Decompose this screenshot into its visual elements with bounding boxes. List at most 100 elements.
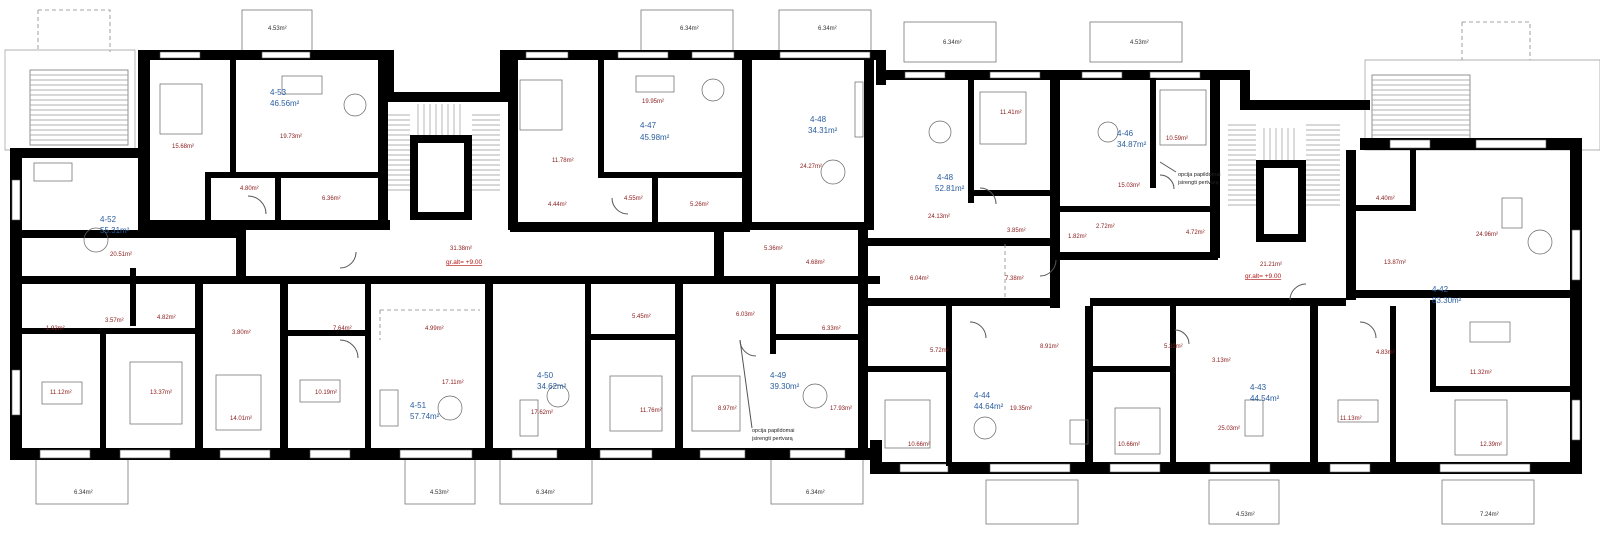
apt-area: 45.98m² bbox=[640, 133, 670, 142]
room-area: 11.41m² bbox=[1000, 110, 1022, 116]
windows bbox=[11, 51, 1581, 473]
apt-area: 44.64m² bbox=[974, 402, 1004, 411]
apt-id: 4-53 bbox=[270, 88, 287, 97]
room-area: 8.91m² bbox=[1040, 344, 1059, 350]
room-area: 24.96m² bbox=[1476, 232, 1498, 238]
apt-area: 55.31m² bbox=[100, 226, 130, 235]
room-area: 11.32m² bbox=[1470, 370, 1492, 376]
room-area: 5.32m² bbox=[1164, 344, 1183, 350]
apt-area: 39.30m² bbox=[770, 382, 800, 391]
room-area: 2.72m² bbox=[1096, 224, 1115, 230]
apt-area: 44.54m² bbox=[1250, 394, 1280, 403]
room-area: 11.12m² bbox=[50, 390, 72, 396]
room-area: 21.21m² bbox=[1260, 262, 1282, 268]
room-area: 6.03m² bbox=[736, 312, 755, 318]
room-area: 19.73m² bbox=[280, 134, 302, 140]
balcony-area: 6.34m² bbox=[680, 26, 699, 32]
room-area: 11.78m² bbox=[552, 158, 574, 164]
furniture bbox=[33, 75, 1553, 456]
balcony-area: 4.53m² bbox=[268, 26, 287, 32]
apt-area: 57.74m² bbox=[410, 412, 440, 421]
room-area: 6.36m² bbox=[322, 196, 341, 202]
room-area: 4.68m² bbox=[806, 260, 825, 266]
room-area: 1.82m² bbox=[1068, 234, 1087, 240]
room-area: 24.13m² bbox=[928, 214, 950, 220]
apt-id: 4-42 bbox=[1432, 285, 1449, 294]
balconies-bottom bbox=[35, 457, 1535, 525]
room-area: 11.13m² bbox=[1340, 416, 1362, 422]
room-area: 4.80m² bbox=[240, 186, 259, 192]
apt-id: 4-43 bbox=[1250, 383, 1267, 392]
apt-id: 4-51 bbox=[410, 401, 427, 410]
room-area: 4.55m² bbox=[624, 196, 643, 202]
apt-area: 46.56m² bbox=[270, 99, 300, 108]
room-area: 17.62m² bbox=[531, 410, 553, 416]
balconies-top bbox=[37, 9, 1531, 63]
level-mark: gr.alt= +9.00 bbox=[1245, 273, 1282, 280]
loggia-left bbox=[4, 49, 136, 151]
room-area: 3.85m² bbox=[1007, 228, 1026, 234]
room-area: 3.57m² bbox=[105, 318, 124, 324]
room-area: 4.44m² bbox=[548, 202, 567, 208]
room-area: 4.99m² bbox=[425, 326, 444, 332]
room-area: 5.72m² bbox=[930, 348, 949, 354]
room-area: 19.35m² bbox=[1010, 406, 1032, 412]
level-marks: gr.alt= +9.00 gr.alt= +9.00 bbox=[446, 259, 1282, 280]
room-area: 31.38m² bbox=[450, 246, 472, 252]
room-area: 8.97m² bbox=[718, 406, 737, 412]
room-labels: 15.68m² 19.73m² 4.80m² 6.36m² 11.78m² 19… bbox=[46, 99, 1502, 448]
room-area: 10.19m² bbox=[315, 390, 337, 396]
apt-area: 34.31m² bbox=[808, 126, 838, 135]
balcony-area: 4.53m² bbox=[1236, 512, 1255, 518]
apt-id: 4-46 bbox=[1117, 129, 1134, 138]
room-area: 1.92m² bbox=[46, 326, 65, 332]
room-area: 10.66m² bbox=[908, 442, 930, 448]
room-area: 10.66m² bbox=[1118, 442, 1140, 448]
balcony-area: 6.34m² bbox=[943, 40, 962, 46]
room-area: 5.36m² bbox=[764, 246, 783, 252]
room-area: 6.04m² bbox=[910, 276, 929, 282]
stairs bbox=[388, 104, 1340, 206]
balcony-area: 6.34m² bbox=[74, 490, 93, 496]
room-area: 4.82m² bbox=[157, 315, 176, 321]
balcony-area: 6.34m² bbox=[818, 26, 837, 32]
balcony-area: 7.24m² bbox=[1480, 512, 1499, 518]
room-area: 15.68m² bbox=[172, 144, 194, 150]
loggia-right bbox=[1364, 59, 1600, 151]
room-area: 15.03m² bbox=[1118, 183, 1140, 189]
room-area: 24.27m² bbox=[800, 164, 822, 170]
apt-id: 4-48 bbox=[937, 173, 954, 182]
balcony-area: 4.53m² bbox=[430, 490, 449, 496]
room-area: 3.13m² bbox=[1212, 358, 1231, 364]
room-area: 6.33m² bbox=[822, 326, 841, 332]
apt-area: 83.30m² bbox=[1432, 296, 1462, 305]
room-area: 17.11m² bbox=[442, 380, 464, 386]
room-area: 11.76m² bbox=[640, 408, 662, 414]
apt-id: 4-52 bbox=[100, 215, 117, 224]
level-mark: gr.alt= +9.00 bbox=[446, 259, 483, 266]
room-area: 5.45m² bbox=[632, 314, 651, 320]
room-area: 7.64m² bbox=[333, 326, 352, 332]
room-area: 7.38m² bbox=[1005, 276, 1024, 282]
room-area: 4.72m² bbox=[1186, 230, 1205, 236]
room-area: 13.37m² bbox=[150, 390, 172, 396]
interior-walls bbox=[20, 50, 1576, 466]
apt-id: 4-48 bbox=[810, 115, 827, 124]
room-area: 25.03m² bbox=[1218, 426, 1240, 432]
room-area: 17.93m² bbox=[830, 406, 852, 412]
note-line: įsirengti pertvarą bbox=[1178, 180, 1220, 186]
apt-area: 34.87m² bbox=[1117, 140, 1147, 149]
note-line: opcija papildomai bbox=[1178, 172, 1221, 178]
apt-id: 4-49 bbox=[770, 371, 787, 380]
room-area: 20.51m² bbox=[110, 252, 132, 258]
room-area: 5.26m² bbox=[690, 202, 709, 208]
apt-id: 4-47 bbox=[640, 121, 657, 130]
room-area: 3.80m² bbox=[232, 330, 251, 336]
apt-area: 34.62m² bbox=[537, 382, 567, 391]
note-line: opcija papildomai bbox=[752, 428, 795, 434]
balcony-area: 4.53m² bbox=[1130, 40, 1149, 46]
balcony-labels: 4.53m² 6.34m² 6.34m² 6.34m² 4.53m² 6.34m… bbox=[74, 26, 1499, 518]
balcony-area: 6.34m² bbox=[806, 490, 825, 496]
apartment-labels: 4-53 46.56m² 4-47 45.98m² 4-48 34.31m² 4… bbox=[100, 88, 1462, 421]
